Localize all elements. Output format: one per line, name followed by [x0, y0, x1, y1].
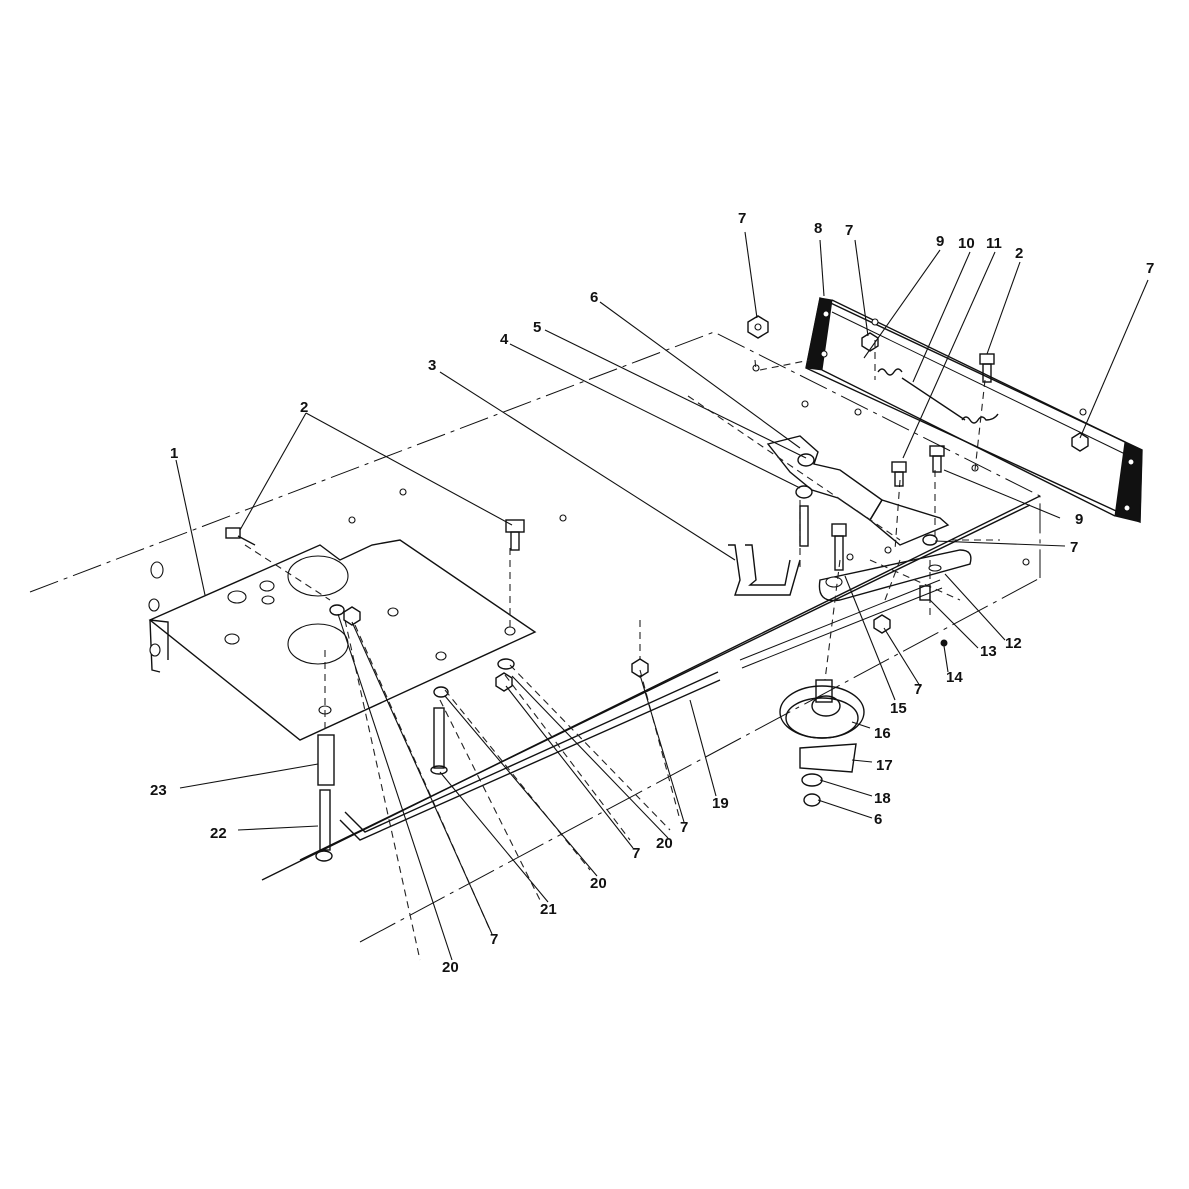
- callout-4: 4: [500, 331, 509, 348]
- callout-7: 7: [845, 222, 853, 239]
- callout-9: 9: [1075, 511, 1083, 528]
- nut-4: [795, 485, 813, 547]
- callout-3: 3: [428, 357, 436, 374]
- callout-10: 10: [958, 235, 975, 252]
- bolt-2-left: [225, 527, 256, 546]
- callout-18: 18: [874, 790, 891, 807]
- callout-2: 2: [300, 399, 308, 416]
- callout-17: 17: [876, 757, 893, 774]
- callout-15: 15: [890, 700, 907, 717]
- nut-7-mid: [922, 534, 938, 546]
- callout-20: 20: [442, 959, 459, 976]
- bolt-9-b: [929, 445, 945, 473]
- callout-5: 5: [533, 319, 541, 336]
- bolt-9-a: [891, 461, 907, 487]
- callout-6: 6: [874, 811, 882, 828]
- bolt-15: [831, 523, 847, 571]
- callout-9: 9: [936, 233, 944, 250]
- callout-22: 22: [210, 825, 227, 842]
- frame-plate: [29, 331, 1041, 943]
- ball-14: [940, 639, 948, 647]
- callout-7: 7: [632, 845, 640, 862]
- nut-6: [797, 453, 815, 467]
- callout-14: 14: [946, 669, 963, 686]
- idler-pulley: [779, 679, 865, 807]
- assembly-lines: [244, 340, 1000, 961]
- callout-7: 7: [1070, 539, 1078, 556]
- callout-16: 16: [874, 725, 891, 742]
- leader-lines: [175, 231, 1149, 961]
- long-shaft: [339, 579, 943, 841]
- tension-spring: [877, 368, 999, 424]
- callout-23: 23: [150, 782, 167, 799]
- callout-13: 13: [980, 643, 997, 660]
- nut-7-bracket: [861, 332, 879, 352]
- callout-7: 7: [680, 819, 688, 836]
- rear-bracket-bar: [805, 296, 1143, 524]
- callout-20: 20: [656, 835, 673, 852]
- callout-7: 7: [738, 210, 746, 227]
- callout-12: 12: [1005, 635, 1022, 652]
- washer-20-left: [433, 686, 449, 698]
- spacer-23: [317, 734, 335, 786]
- washer-20-plate: [329, 604, 345, 616]
- pin-13: [919, 585, 931, 601]
- callout-20: 20: [590, 875, 607, 892]
- callout-7: 7: [1146, 260, 1154, 277]
- bolt-21: [430, 707, 448, 775]
- control-rod: [728, 544, 801, 596]
- callout-2: 2: [1015, 245, 1023, 262]
- callout-21: 21: [540, 901, 557, 918]
- callout-8: 8: [814, 220, 822, 237]
- left-mounting-plate: [148, 539, 537, 741]
- nut-7-center-b: [495, 672, 513, 692]
- callout-7: 7: [914, 681, 922, 698]
- fasteners: [225, 315, 1089, 862]
- stud-22: [315, 789, 333, 862]
- callout-6: 6: [590, 289, 598, 306]
- washer-20-center: [497, 658, 515, 670]
- nut-7-plate: [343, 606, 361, 626]
- idler-arm-bracket: [766, 435, 972, 602]
- callout-7: 7: [490, 931, 498, 948]
- callout-labels: 1 2 2 3 4 5 6 6 7 7 7 7 7 7 7 7 8 9 9 10…: [150, 210, 1154, 976]
- callout-1: 1: [170, 445, 178, 462]
- nut-7-right: [1071, 432, 1089, 452]
- callout-11: 11: [986, 235, 1002, 252]
- bolt-2-center: [505, 519, 525, 551]
- nut-7-lower: [873, 614, 891, 634]
- nut-7-top: [747, 315, 769, 339]
- callout-19: 19: [712, 795, 729, 812]
- nut-7-center: [631, 658, 649, 678]
